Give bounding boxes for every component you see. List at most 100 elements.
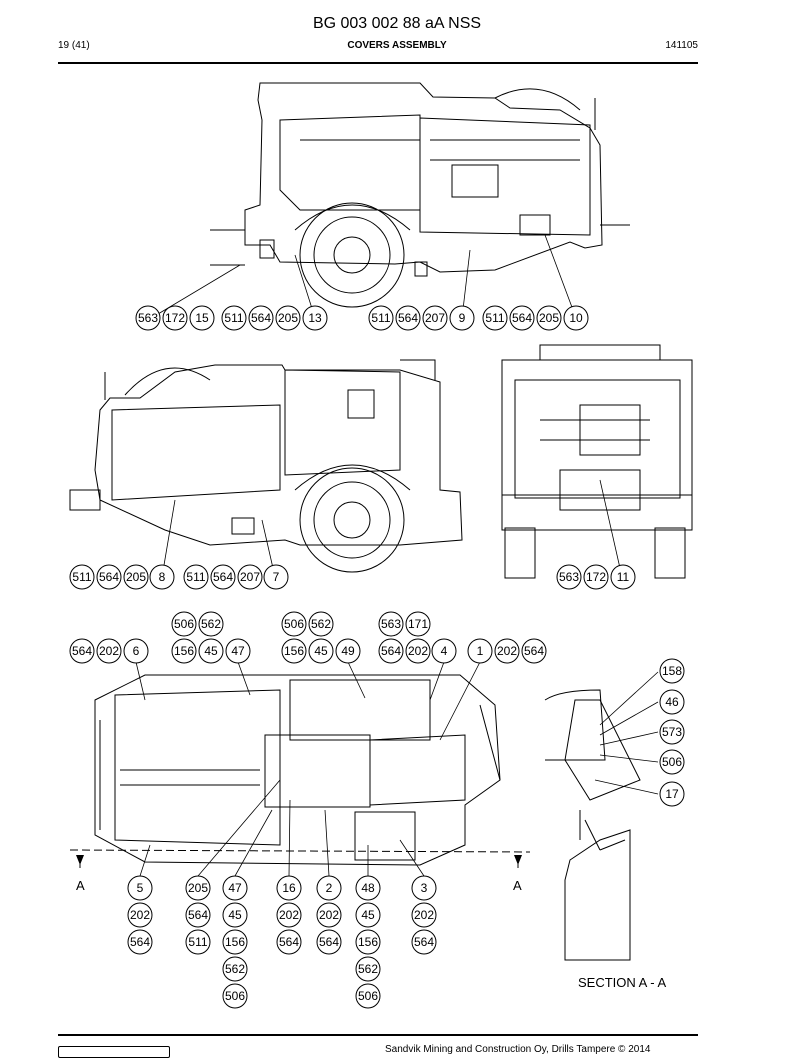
svg-text:562: 562	[358, 962, 378, 976]
svg-text:511: 511	[224, 311, 243, 325]
svg-text:573: 573	[662, 725, 682, 739]
svg-text:506: 506	[662, 755, 682, 769]
callout-bubble: 511	[482, 305, 508, 331]
section-title: COVERS ASSEMBLY	[347, 40, 447, 51]
side-view-left	[69, 359, 463, 573]
callout-bubble: 205	[536, 305, 562, 331]
callout-bubble: 171	[405, 611, 431, 637]
svg-text:564: 564	[130, 935, 150, 949]
svg-text:205: 205	[539, 311, 559, 325]
document-id: BG 003 002 88 aA NSS	[312, 15, 482, 32]
callout-bubble: 573	[659, 719, 685, 745]
callout-bubble: 511	[221, 305, 247, 331]
callout-bubble: 6	[123, 638, 149, 664]
callout-bubble: 205	[185, 875, 211, 901]
svg-text:15: 15	[195, 311, 209, 325]
svg-text:7: 7	[273, 570, 280, 584]
svg-text:158: 158	[662, 664, 682, 678]
svg-text:205: 205	[188, 881, 208, 895]
svg-text:47: 47	[228, 881, 242, 895]
callout-bubble: 564	[378, 638, 404, 664]
callout-bubble: 564	[127, 929, 153, 955]
svg-text:511: 511	[371, 311, 390, 325]
callout-bubble: 564	[395, 305, 421, 331]
svg-text:45: 45	[204, 644, 218, 658]
svg-text:3: 3	[421, 881, 428, 895]
callout-bubble: 511	[185, 929, 211, 955]
svg-text:207: 207	[425, 311, 445, 325]
callout-bubble: 564	[411, 929, 437, 955]
svg-text:45: 45	[228, 908, 242, 922]
callout-bubble: 49	[335, 638, 361, 664]
svg-text:13: 13	[308, 311, 322, 325]
svg-text:46: 46	[665, 695, 679, 709]
callout-bubble: 563	[378, 611, 404, 637]
svg-text:172: 172	[586, 570, 606, 584]
callout-bubble: 563	[556, 564, 582, 590]
svg-text:564: 564	[512, 311, 532, 325]
svg-text:564: 564	[524, 644, 544, 658]
callout-bubble: 564	[69, 638, 95, 664]
svg-text:562: 562	[201, 617, 221, 631]
callout-bubble: 564	[509, 305, 535, 331]
callout-bubble: 564	[276, 929, 302, 955]
svg-text:564: 564	[251, 311, 271, 325]
callout-bubble: 564	[521, 638, 547, 664]
callout-bubble: 156	[222, 929, 248, 955]
plan-view	[69, 674, 531, 868]
section-label: SECTION A - A	[578, 975, 666, 990]
svg-text:16: 16	[282, 881, 296, 895]
svg-text:564: 564	[99, 570, 119, 584]
callout-bubble: 564	[96, 564, 122, 590]
page-number: 19 (41)	[58, 40, 90, 51]
callout-bubble: 11	[610, 564, 636, 590]
rear-view	[501, 344, 693, 579]
svg-text:564: 564	[213, 570, 233, 584]
leader-lines	[135, 234, 659, 877]
callout-bubble: 45	[308, 638, 334, 664]
svg-text:202: 202	[319, 908, 339, 922]
copyright: Sandvik Mining and Construction Oy, Dril…	[385, 1044, 651, 1055]
footer-rule	[58, 1034, 698, 1036]
callout-bubble: 4	[431, 638, 457, 664]
callout-bubble: 563	[135, 305, 161, 331]
svg-text:48: 48	[361, 881, 375, 895]
callout-bubble: 47	[225, 638, 251, 664]
svg-text:4: 4	[441, 644, 448, 658]
svg-text:563: 563	[559, 570, 579, 584]
callout-bubble: 562	[222, 956, 248, 982]
callout-bubble: 15	[189, 305, 215, 331]
revision-date: 141105	[665, 40, 698, 51]
svg-text:9: 9	[459, 311, 466, 325]
svg-text:506: 506	[358, 989, 378, 1003]
section-marker-right: A	[513, 878, 522, 893]
callout-bubble: 506	[355, 983, 381, 1009]
callout-bubble: 564	[210, 564, 236, 590]
svg-text:8: 8	[159, 570, 166, 584]
svg-text:562: 562	[311, 617, 331, 631]
callout-bubble: 506	[171, 611, 197, 637]
header-rule	[58, 62, 698, 64]
callout-bubble: 45	[198, 638, 224, 664]
callout-bubble: 7	[263, 564, 289, 590]
svg-text:156: 156	[174, 644, 194, 658]
callout-bubble: 207	[237, 564, 263, 590]
callout-bubble: 5	[127, 875, 153, 901]
svg-text:205: 205	[126, 570, 146, 584]
svg-text:45: 45	[314, 644, 328, 658]
svg-text:17: 17	[665, 787, 679, 801]
section-a-a-view	[544, 689, 641, 961]
svg-text:506: 506	[284, 617, 304, 631]
svg-text:506: 506	[225, 989, 245, 1003]
section-marker-left: A	[76, 878, 85, 893]
callout-bubble: 564	[248, 305, 274, 331]
callout-bubble: 506	[222, 983, 248, 1009]
svg-text:172: 172	[165, 311, 185, 325]
callout-bubble: 202	[276, 902, 302, 928]
callout-bubble: 156	[355, 929, 381, 955]
svg-text:511: 511	[72, 570, 91, 584]
callout-bubble: 45	[355, 902, 381, 928]
callout-bubble: 172	[162, 305, 188, 331]
callout-bubble: 511	[183, 564, 209, 590]
